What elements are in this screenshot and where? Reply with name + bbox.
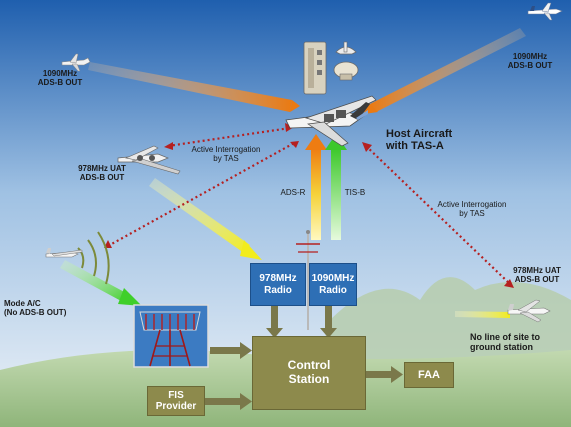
faa-label: FAA — [418, 368, 440, 381]
aircraft-1090-right-icon — [527, 2, 563, 21]
aircraft-mode-ac-icon — [45, 248, 83, 258]
tas-equipment-icon — [303, 41, 327, 95]
label-tisb: TIS-B — [344, 188, 366, 197]
adsr-arrow — [311, 148, 321, 240]
radar-antenna-icon — [139, 311, 201, 367]
adsb-1090-right-arrow — [370, 28, 526, 112]
uat-left-arrowhead — [240, 240, 262, 260]
radio-978-label: 978MHz Radio — [259, 273, 297, 296]
radio-978-box: 978MHz Radio — [250, 263, 306, 306]
label-adsr: ADS-R — [280, 188, 306, 197]
host-aircraft-icon — [285, 95, 377, 147]
label-uat-978-left: 978MHz UAT ADS-B OUT — [78, 164, 126, 182]
interrogation-lines — [107, 126, 511, 285]
aircraft-uat-right-icon — [507, 299, 551, 323]
radio-wave-arcs — [77, 231, 110, 285]
adsr-arrowhead — [305, 134, 327, 150]
ground-radio-tower-icon — [296, 230, 320, 330]
control-station-label: Control Station — [287, 358, 331, 386]
control-station-box: Control Station — [252, 336, 366, 410]
adsb-1090-left-arrowhead — [290, 100, 300, 112]
label-adsb-1090-right: 1090MHz ADS-B OUT — [507, 52, 553, 70]
label-no-line-of-site: No line of site to ground station — [470, 332, 541, 352]
uat-left-arrow — [149, 178, 250, 253]
label-uat-978-right: 978MHz UAT ADS-B OUT — [513, 266, 561, 284]
aircraft-uat-left-icon — [117, 145, 181, 175]
mode-ac-arrow — [60, 260, 128, 302]
label-active-interrogation-right: Active Interrogation by TAS — [437, 200, 507, 218]
fis-provider-label: FIS Provider — [155, 389, 197, 413]
label-adsb-1090-left: 1090MHz ADS-B OUT — [37, 69, 83, 87]
mode-ac-arrowhead — [118, 288, 142, 306]
tisb-arrow — [331, 148, 341, 240]
uat-right-arrow — [455, 311, 510, 318]
aircraft-1090-left-icon — [61, 53, 91, 72]
radio-1090-box: 1090MHz Radio — [309, 263, 357, 306]
radio-1090-label: 1090MHz Radio — [311, 273, 355, 296]
label-host-aircraft: Host Aircraft with TAS-A — [386, 128, 453, 153]
label-mode-ac: Mode A/C (No ADS-B OUT) — [4, 299, 67, 317]
radar-image — [133, 304, 209, 368]
label-active-interrogation-left: Active Interrogation by TAS — [191, 145, 261, 163]
fis-provider-box: FIS Provider — [147, 386, 205, 416]
adsb-1090-left-arrow — [88, 62, 292, 112]
faa-box: FAA — [404, 362, 454, 388]
antenna-dome-icon — [333, 61, 359, 81]
antenna-icon — [335, 41, 357, 55]
